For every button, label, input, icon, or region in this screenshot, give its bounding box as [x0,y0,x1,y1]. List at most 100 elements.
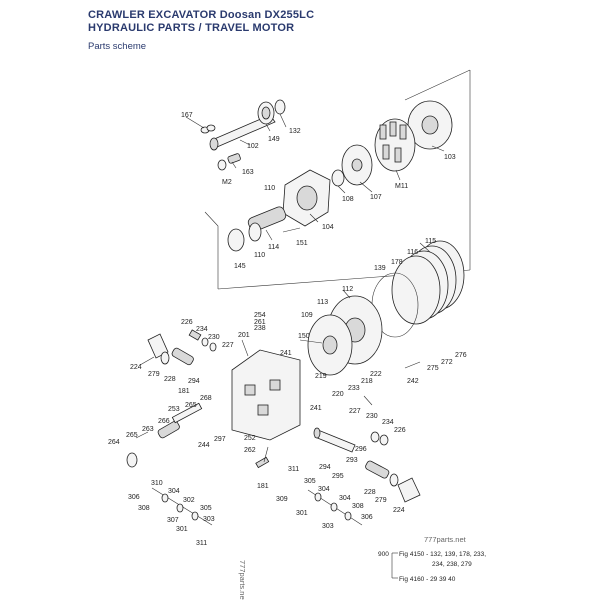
ring-132 [274,99,286,115]
label-306-right: 306 [361,514,373,521]
label-163: 163 [242,169,254,176]
spring-163 [217,153,241,171]
o-ring-279 [160,351,170,365]
label-265-upper: 265 [185,402,197,409]
label-263: 263 [142,426,154,433]
relief-valve-224 [147,333,169,359]
label-295: 295 [332,473,344,480]
piston-assembly-m11 [374,118,416,172]
check-valve-group-left [151,487,213,526]
label-305-left: 305 [200,505,212,512]
label-301-right: 301 [296,510,308,517]
label-244: 244 [198,442,210,449]
label-132: 132 [289,128,301,135]
label-309: 309 [276,496,288,503]
label-151: 151 [296,240,308,247]
label-254: 254 [254,312,266,319]
label-252: 252 [244,435,256,442]
label-230-right: 230 [366,413,378,420]
label-304-right: 304 [318,486,330,493]
ring-145 [227,228,245,252]
pin-167 [200,124,216,134]
check-valve-group-right [307,489,363,526]
label-307: 307 [167,517,179,524]
label-112: 112 [342,286,353,293]
label-110-lower: 110 [254,252,265,259]
label-224-left: 224 [130,364,142,371]
label-181-left: 181 [178,388,190,395]
upper-frame-line-left [204,211,219,289]
label-238: 238 [254,325,266,332]
label-293: 293 [346,457,358,464]
fig-ref-4150: Fig 4150 - 132, 139, 178, 233, [399,551,486,558]
label-178: 178 [391,259,403,266]
shaft-102 [209,114,276,151]
fig-ref-4160: Fig 4160 - 29 39 40 [399,576,456,583]
label-304-left: 304 [168,488,180,495]
label-219: 219 [315,373,327,380]
label-230-left: 230 [208,334,220,341]
label-233: 233 [348,385,360,392]
label-296: 296 [355,446,367,453]
label-226-right: 226 [394,427,406,434]
label-279-right: 279 [375,497,387,504]
shaft-293-294 [313,427,356,453]
label-228-right: 228 [364,489,376,496]
swash-plate-103 [407,100,453,150]
label-279-left: 279 [148,371,160,378]
label-115: 115 [425,238,436,245]
label-253: 253 [168,406,180,413]
part-labels: 167 132 149 102 163 M2 103 M11 107 108 1… [108,112,467,547]
label-167: 167 [181,112,193,119]
retainer-plate-107 [341,144,373,186]
label-308-right: 308 [352,503,364,510]
upper-frame-line-top [404,69,471,101]
label-228-left: 228 [164,376,176,383]
label-234-right: 234 [382,419,394,426]
ball-guide-108 [331,169,345,187]
label-303-left: 303 [203,516,215,523]
label-241-lower: 241 [310,405,322,412]
label-114: 114 [268,244,279,251]
label-241-upper: 241 [280,350,292,357]
label-102: 102 [247,143,259,150]
leader-lines [135,113,445,463]
label-268: 268 [200,395,212,402]
label-297: 297 [214,436,226,443]
label-261: 261 [254,319,266,326]
label-109: 109 [301,312,313,319]
spool-253-266 [171,402,203,424]
o-ring-279-right [389,473,399,487]
label-113: 113 [317,299,328,306]
rear-flange-201 [231,349,301,441]
label-305-right: 305 [304,478,316,485]
label-304-far: 304 [339,495,351,502]
page-title: CRAWLER EXCAVATOR Doosan DX255LC [88,9,315,21]
label-294-left: 294 [188,378,200,385]
valve-plate-109 [307,314,353,376]
label-265-lower: 265 [126,432,138,439]
label-222: 222 [370,371,382,378]
label-276: 276 [455,352,467,359]
label-150: 150 [298,333,310,340]
label-242: 242 [407,378,419,385]
label-104: 104 [322,224,334,231]
pin-151 [282,227,301,233]
ring-110 [248,222,262,242]
label-262: 262 [244,447,256,454]
page-subtitle-category: HYDRAULIC PARTS / TRAVEL MOTOR [88,22,295,34]
label-m11: M11 [395,183,408,190]
label-m2: M2 [222,179,232,186]
label-306-left: 306 [128,494,140,501]
bolt-262 [255,456,270,469]
label-110-upper: 110 [264,185,275,192]
watermark-site: 777parts.net [424,535,467,544]
label-311-upper: 311 [288,466,299,473]
spring-228-right [365,460,390,479]
label-116: 116 [407,249,418,256]
fig-group-number: 900 [378,551,389,558]
label-201: 201 [238,332,250,339]
label-220: 220 [332,391,344,398]
bearing-149 [257,101,275,125]
